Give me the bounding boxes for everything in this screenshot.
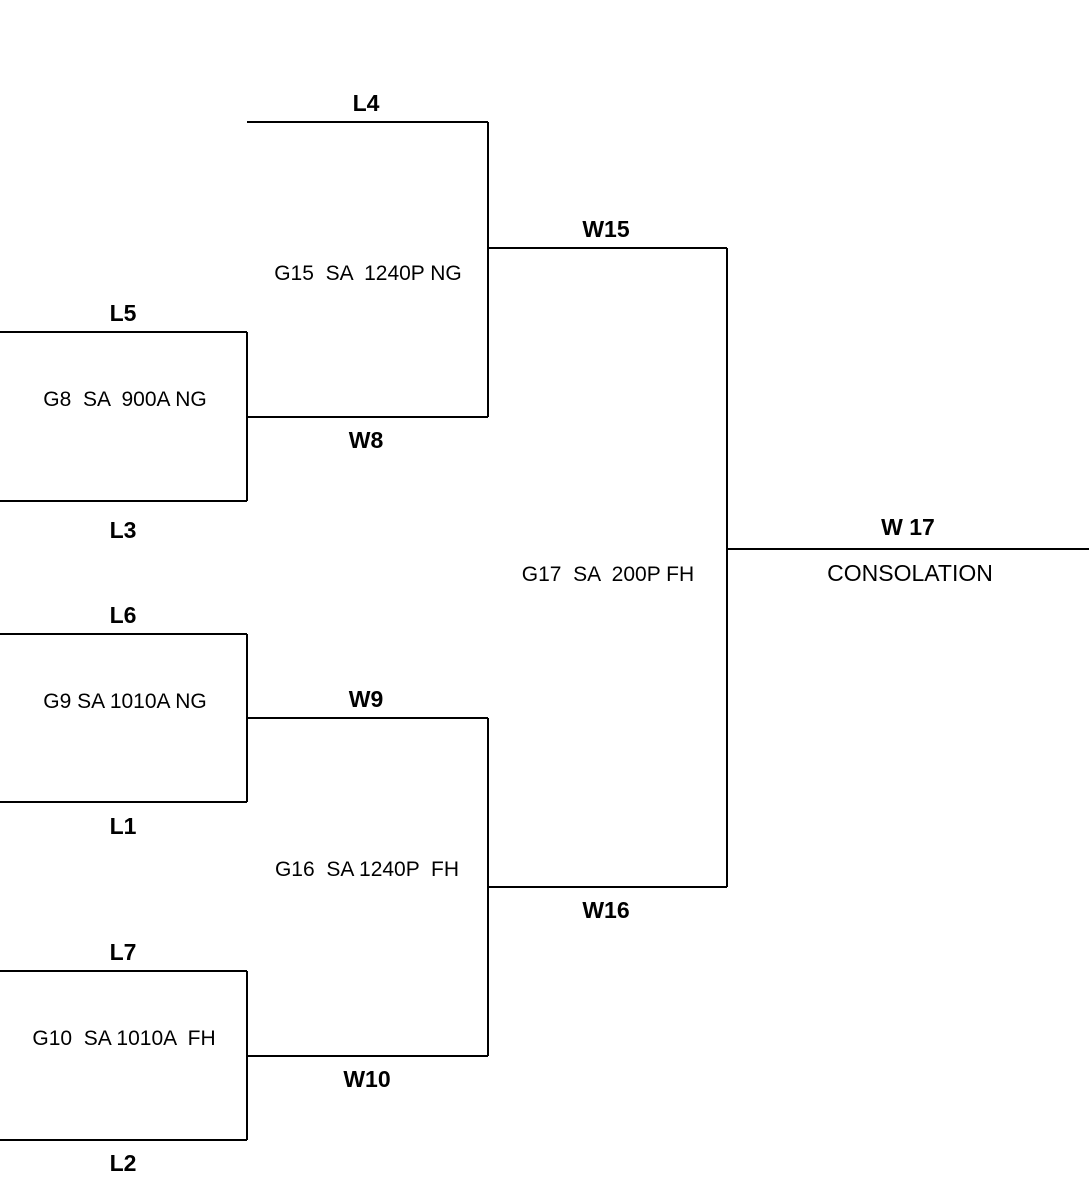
bracket-g16 — [247, 717, 489, 1057]
slot-label-l4: L4 — [353, 90, 380, 116]
game-label-g8: G8 SA 900A NG — [43, 388, 206, 411]
slot-label-w10: W10 — [343, 1066, 390, 1092]
slot-label-w8: W8 — [349, 427, 384, 453]
bracket-g9 — [0, 633, 248, 803]
slot-label-w16: W16 — [582, 897, 629, 923]
game-label-g17: G17 SA 200P FH — [522, 563, 694, 586]
final-label: CONSOLATION — [827, 560, 993, 586]
slot-label-w17: W 17 — [881, 514, 935, 540]
bracket-g15 — [247, 121, 489, 418]
bracket-g10 — [0, 970, 248, 1141]
game-label-g10: G10 SA 1010A FH — [32, 1027, 215, 1050]
slot-label-l5: L5 — [110, 300, 137, 326]
slot-label-w15: W15 — [582, 216, 630, 242]
game-label-g9: G9 SA 1010A NG — [43, 690, 206, 713]
slot-label-l6: L6 — [110, 602, 137, 628]
slot-label-l1: L1 — [110, 813, 137, 839]
game-label-g16: G16 SA 1240P FH — [275, 858, 459, 881]
slot-label-l3: L3 — [110, 517, 137, 543]
slot-label-w9: W9 — [349, 686, 384, 712]
bracket-g17 — [488, 247, 728, 888]
slot-label-l2: L2 — [110, 1150, 137, 1176]
slot-label-l7: L7 — [110, 939, 137, 965]
bracket-g8 — [0, 331, 248, 502]
game-label-g15: G15 SA 1240P NG — [274, 262, 462, 285]
